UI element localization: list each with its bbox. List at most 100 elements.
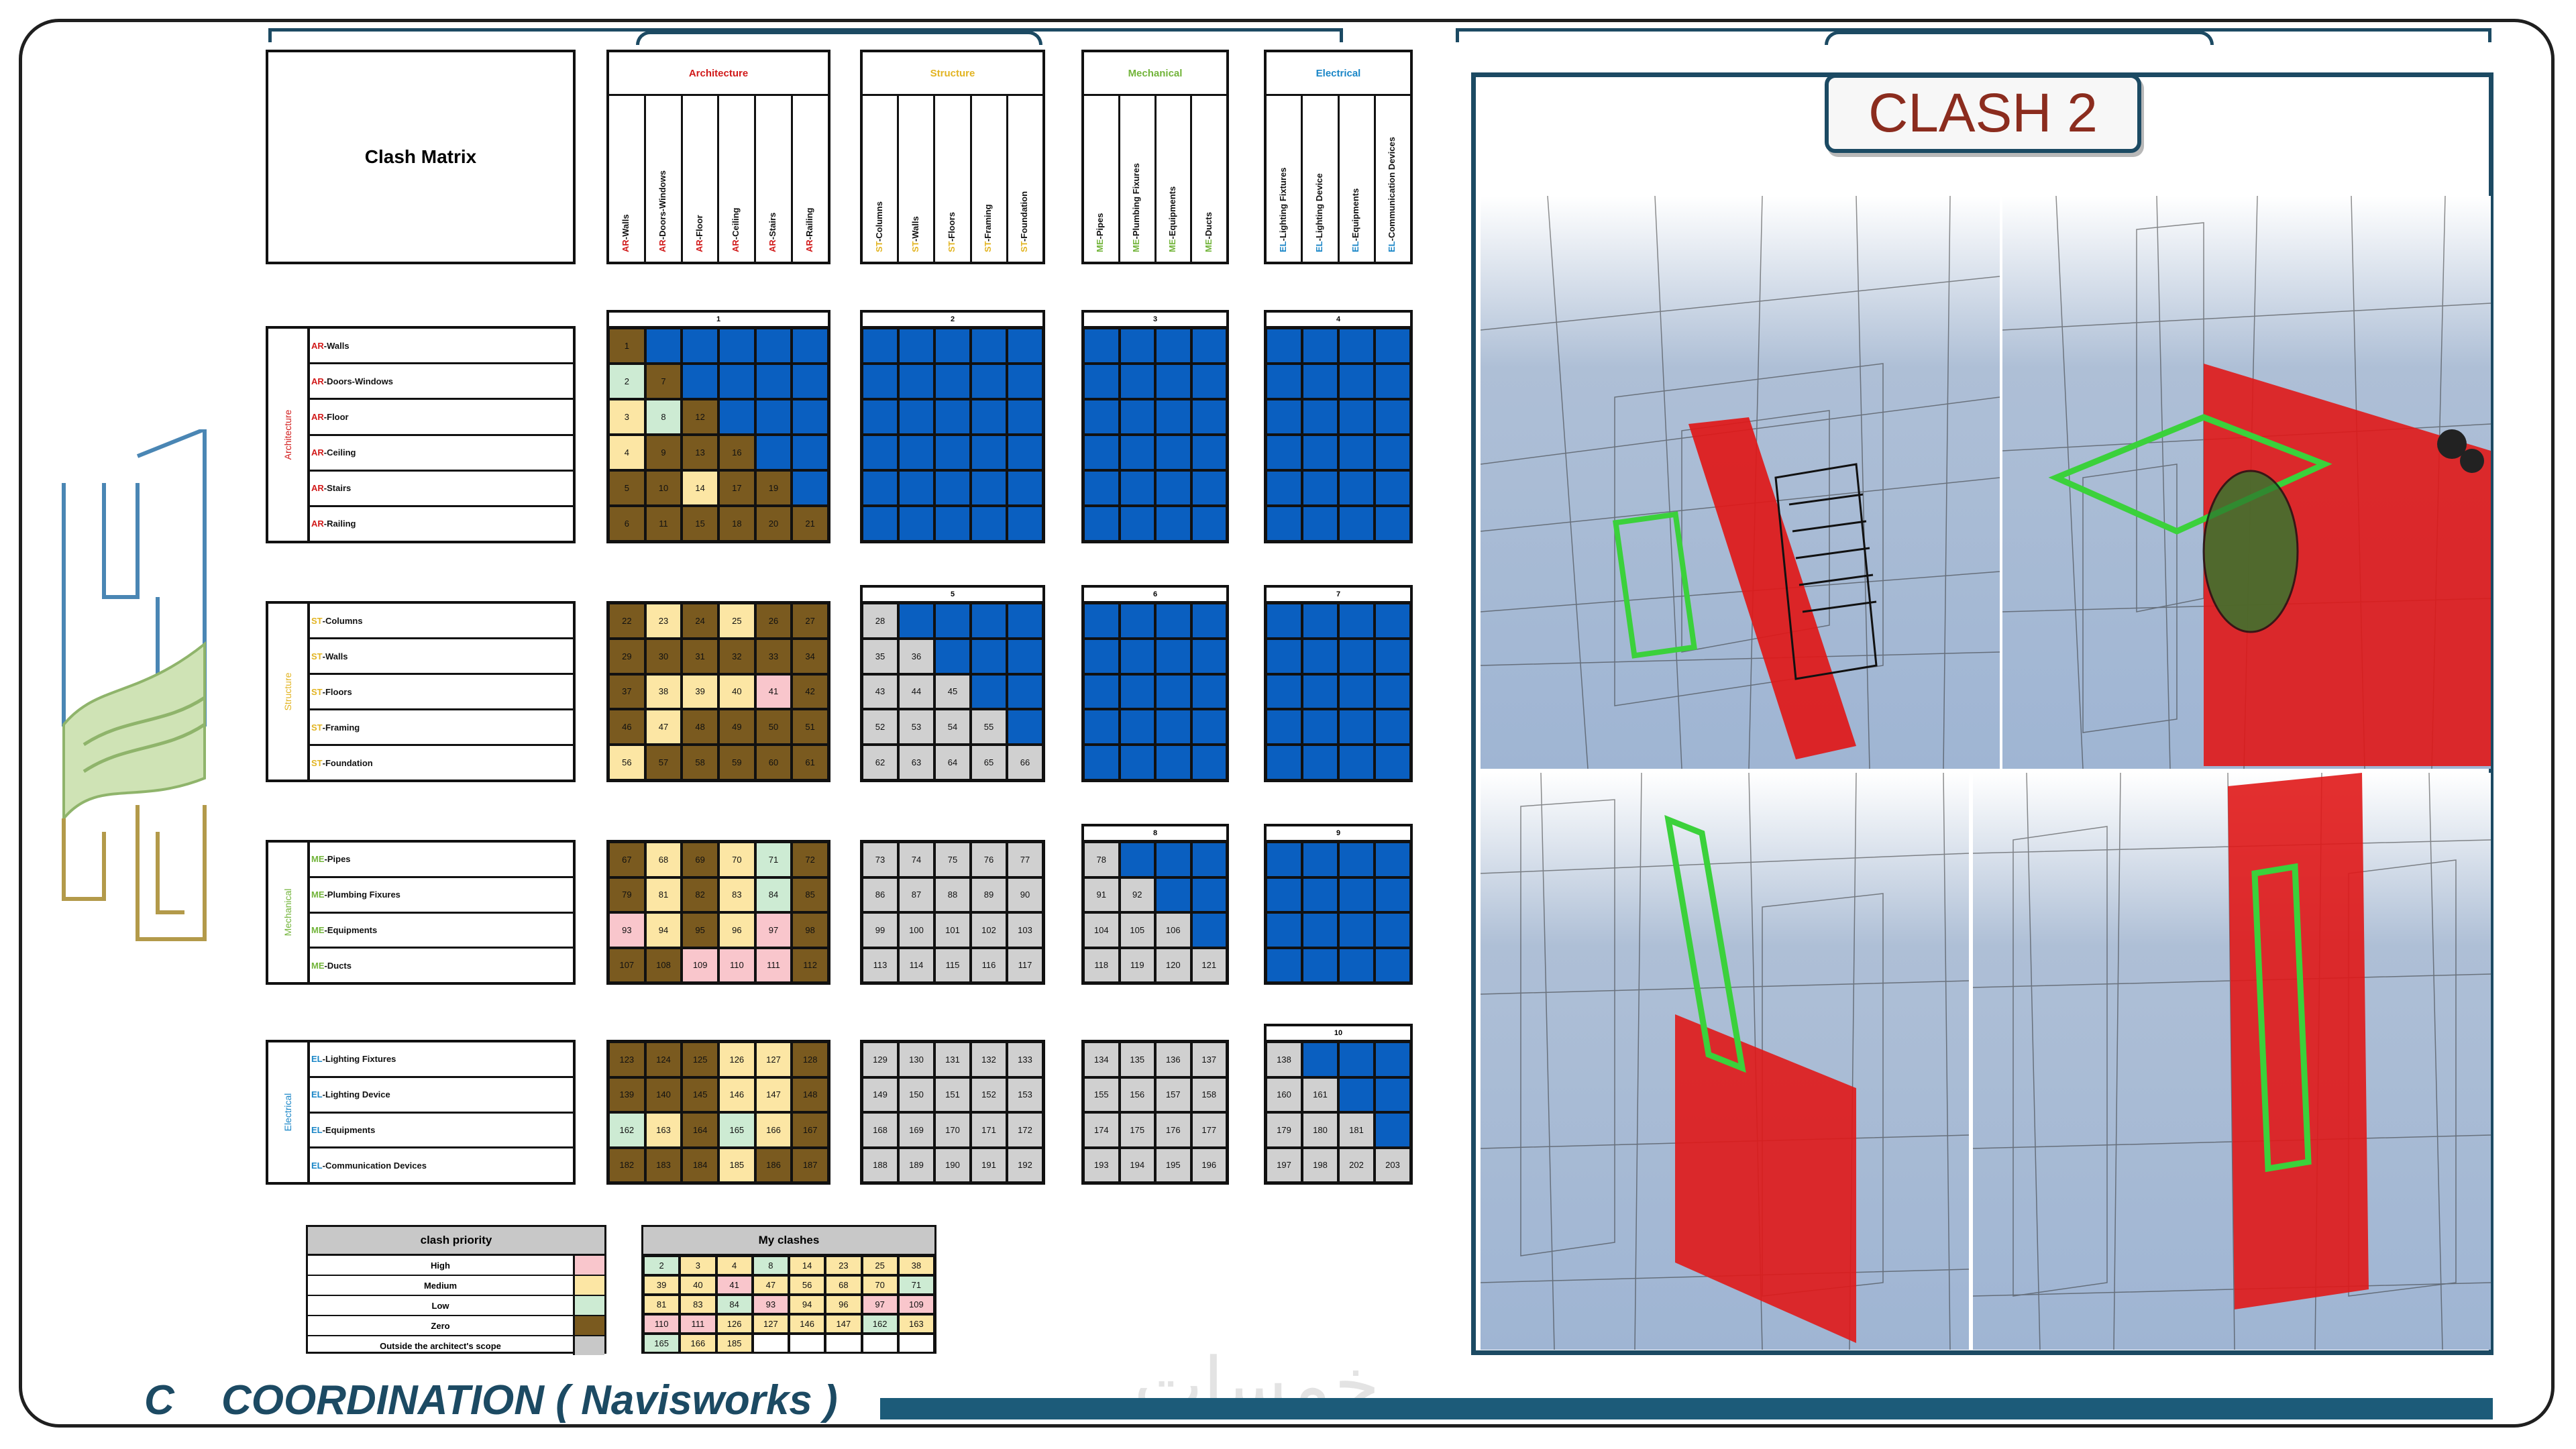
row-item-label: Ceiling xyxy=(327,447,356,458)
my-clash-cell: 111 xyxy=(680,1314,716,1334)
clash-cell: 48 xyxy=(682,709,718,745)
clash-cell xyxy=(1375,1042,1411,1077)
my-clash-cell: 83 xyxy=(680,1295,716,1314)
left-header-bracket xyxy=(268,28,1343,42)
clash-cell: 84 xyxy=(755,877,792,912)
my-clash-cell: 110 xyxy=(643,1314,680,1334)
separator: - xyxy=(910,238,920,242)
clash-cell xyxy=(1338,674,1375,710)
my-clash-cell: 185 xyxy=(716,1334,753,1353)
clash-cell xyxy=(1338,877,1375,912)
clash-cell: 33 xyxy=(755,638,792,674)
my-clash-cell: 127 xyxy=(752,1314,789,1334)
clash-cell: 79 xyxy=(608,877,645,912)
row-prefix: ME xyxy=(311,924,325,935)
clash-cell: 180 xyxy=(1302,1112,1338,1148)
column-item-label: Plumbing Fixures xyxy=(1131,163,1142,237)
clash-cell: 128 xyxy=(792,1042,828,1077)
clash-cell xyxy=(1119,470,1155,506)
my-clash-cell xyxy=(825,1334,862,1353)
separator: - xyxy=(947,238,957,242)
clash-cell: 202 xyxy=(1338,1147,1375,1183)
clash-cell: 13 xyxy=(682,435,718,470)
column-item-label: Floor xyxy=(694,215,704,237)
clash-cell xyxy=(1375,506,1411,541)
clash-cell xyxy=(1191,470,1227,506)
row-item-label: Lighting Fixtures xyxy=(325,1054,396,1065)
clash-cell: 117 xyxy=(1007,947,1043,983)
clash-cell: 165 xyxy=(718,1112,755,1148)
clash-cell: 102 xyxy=(971,912,1007,948)
legend-label: Medium xyxy=(423,1280,458,1291)
clash-cell xyxy=(1119,435,1155,470)
clash-cell: 145 xyxy=(682,1077,718,1112)
clash-cell: 11 xyxy=(645,506,682,541)
clash-cell xyxy=(1375,947,1411,983)
clash-cell xyxy=(1191,638,1227,674)
separator: - xyxy=(323,376,327,386)
clash-cell: 2 xyxy=(608,364,645,399)
my-clash-cell: 3 xyxy=(680,1256,716,1275)
clash-cell xyxy=(1266,603,1302,639)
my-clash-cell: 71 xyxy=(898,1275,934,1295)
clash-cell xyxy=(1302,399,1338,435)
clash-cell xyxy=(755,435,792,470)
clash-cell xyxy=(1266,638,1302,674)
legend-label: Low xyxy=(431,1300,449,1311)
clash-cell xyxy=(971,435,1007,470)
clash-cell: 125 xyxy=(682,1042,718,1077)
clash-cell: 66 xyxy=(1007,745,1043,780)
clash-cell: 121 xyxy=(1191,947,1227,983)
row-group-title: Structure xyxy=(282,672,293,711)
clash-view-top-left xyxy=(1481,196,2000,769)
column-header-item: AR-Railing xyxy=(793,94,828,262)
clash-cell: 108 xyxy=(645,947,682,983)
clash-cell: 135 xyxy=(1119,1042,1155,1077)
separator: - xyxy=(322,1089,325,1100)
clash-cell: 109 xyxy=(682,947,718,983)
clash-cell: 137 xyxy=(1191,1042,1227,1077)
clash-cell: 120 xyxy=(1155,947,1191,983)
clash-cell xyxy=(1083,470,1120,506)
clash-cell: 189 xyxy=(898,1147,934,1183)
clash-cell: 161 xyxy=(1302,1077,1338,1112)
clash-cell: 168 xyxy=(862,1112,898,1148)
clash-cell: 27 xyxy=(792,603,828,639)
row-label: ME-Pipes xyxy=(307,843,573,878)
clash-cell: 63 xyxy=(898,745,934,780)
clash-block-2-3 xyxy=(1264,840,1413,985)
column-prefix: AR xyxy=(694,239,704,252)
column-item-label: Equipments xyxy=(1167,186,1177,237)
clash-cell: 183 xyxy=(645,1147,682,1183)
clash-cell xyxy=(1338,1077,1375,1112)
footer-bar xyxy=(880,1398,2493,1419)
column-item-label: Ducts xyxy=(1203,212,1214,237)
column-header-item: ME-Plumbing Fixures xyxy=(1120,94,1157,262)
clash-cell: 69 xyxy=(682,842,718,877)
clash-cell xyxy=(1083,745,1120,780)
row-prefix: ME xyxy=(311,890,325,900)
clash-cell xyxy=(1266,947,1302,983)
clash-cell: 71 xyxy=(755,842,792,877)
my-clash-cell: 40 xyxy=(680,1275,716,1295)
my-clash-cell: 25 xyxy=(861,1256,898,1275)
clash-cell: 53 xyxy=(898,709,934,745)
clash-cell xyxy=(1375,842,1411,877)
clash-cell xyxy=(862,399,898,435)
clash-cell: 37 xyxy=(608,674,645,710)
clash-cell: 20 xyxy=(755,506,792,541)
clash-cell: 54 xyxy=(934,709,971,745)
my-clash-cell: 4 xyxy=(716,1256,753,1275)
clash-cell: 41 xyxy=(755,674,792,710)
clash-cell xyxy=(1083,603,1120,639)
clash-cell xyxy=(1155,674,1191,710)
legend-row: Low xyxy=(308,1296,604,1316)
block-number-header: 4 xyxy=(1264,310,1413,326)
separator: - xyxy=(324,854,327,865)
clash-cell: 187 xyxy=(792,1147,828,1183)
row-item-label: Communication Devices xyxy=(325,1160,427,1171)
clash-cell xyxy=(1007,470,1043,506)
